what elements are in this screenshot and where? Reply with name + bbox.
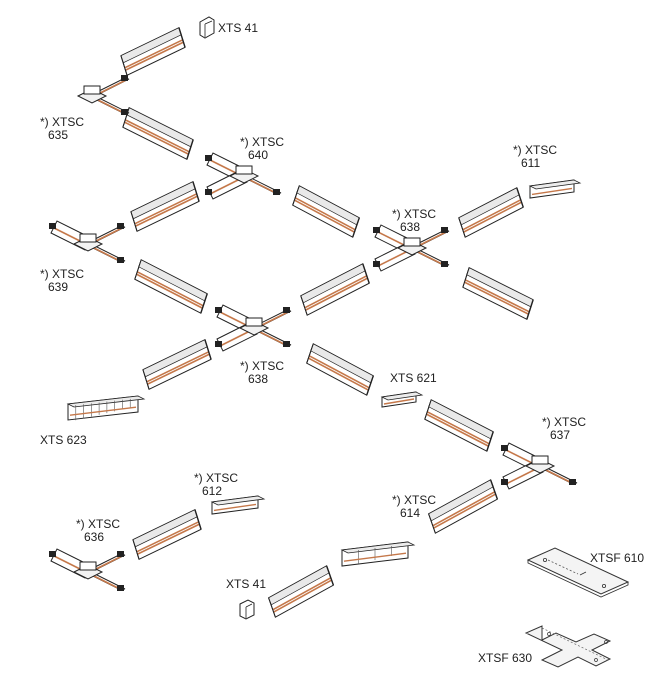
rail-638r-se: [462, 267, 534, 320]
label-xtsc611-line1: *) XTSC: [513, 143, 558, 157]
label-xtsc636: *) XTSC 636: [76, 518, 120, 544]
tee-connector-xtsc637: [501, 442, 578, 490]
end-cap-xts41-top-icon: [199, 16, 215, 39]
rail-640-639: [130, 180, 200, 233]
rail-638r-638c: [300, 263, 370, 316]
label-xts41-bottom: XTS 41: [226, 577, 267, 591]
label-xts621: XTS 621: [390, 371, 437, 385]
label-xtsc614: *) XTSC 614: [392, 494, 436, 520]
label-xtsc638-right: *) XTSC 638: [392, 208, 436, 234]
label-xtsc614-line2: 614: [400, 506, 421, 520]
connectors: [49, 75, 582, 591]
label-xtsc639-line1: *) XTSC: [40, 267, 85, 281]
label-xtsc611-line2: 611: [521, 156, 541, 170]
label-xtsc636-line1: *) XTSC: [76, 517, 121, 531]
rail-638c-623: [142, 338, 212, 391]
tee-connector-xtsc636: [49, 548, 126, 591]
label-xtsc637: *) XTSC 637: [542, 416, 586, 442]
label-xtsc638-right-line2: 638: [400, 220, 421, 234]
label-xtsc612: *) XTSC 612: [194, 472, 238, 498]
label-xtsc638-center-line2: 638: [248, 372, 269, 386]
rail-638c-621: [306, 343, 374, 396]
label-xtsc638-right-line1: *) XTSC: [392, 207, 437, 221]
rail-639-638c: [134, 259, 208, 314]
label-xtsc639-line2: 639: [48, 280, 69, 294]
rail-638r-611: [458, 187, 524, 238]
rail-636-612: [132, 508, 202, 561]
end-cap-xts41-bottom-icon: [239, 599, 255, 620]
label-xtsc640-line1: *) XTSC: [240, 135, 285, 149]
tee-connector-xtsc639: [49, 220, 126, 263]
rail-640-638r: [292, 185, 360, 238]
label-xtsc635-line2: 635: [48, 128, 69, 142]
rail-635-640: [122, 107, 194, 160]
mounting-plate-xtsf630-icon: [524, 625, 612, 668]
label-xtsc637-line2: 637: [550, 428, 571, 442]
label-xtsc635: *) XTSC 635: [40, 116, 84, 142]
mounting-plate-xtsf610-icon: [526, 547, 630, 598]
straight-joint-xts621: [380, 391, 424, 408]
label-xtsc637-line1: *) XTSC: [542, 415, 587, 429]
label-xtsf630: XTSF 630: [478, 651, 533, 665]
corner-connector-xtsc635: [76, 75, 130, 115]
label-xtsc639: *) XTSC 639: [40, 268, 84, 294]
rail-top: [120, 26, 186, 77]
track-rails: [120, 26, 534, 618]
rail-621-637: [424, 399, 494, 452]
rail-637-614: [428, 479, 499, 534]
cross-connector-xtsc638-center: [215, 304, 292, 352]
tee-connector-xtsc640: [205, 152, 282, 200]
rail-xts41-614: [268, 565, 335, 618]
label-xtsc635-line1: *) XTSC: [40, 115, 85, 129]
label-xtsc611: *) XTSC 611: [513, 144, 557, 170]
cross-connector-xtsc638-right: [373, 224, 450, 272]
power-feed-xts623: [66, 395, 146, 421]
label-xtsc612-line1: *) XTSC: [194, 471, 239, 485]
label-xtsc612-line2: 612: [202, 484, 223, 498]
label-xts623: XTS 623: [40, 433, 87, 447]
label-xtsc614-line1: *) XTSC: [392, 493, 437, 507]
label-xtsc638-center: *) XTSC 638: [240, 360, 284, 386]
label-xtsf610: XTSF 610: [590, 551, 645, 565]
label-xtsc640: *) XTSC 640: [240, 136, 284, 162]
end-feed-xtsc612: [210, 495, 266, 515]
label-xtsc636-line2: 636: [84, 530, 105, 544]
end-feed-xtsc611: [528, 179, 582, 199]
label-xts41-top: XTS 41: [218, 21, 259, 35]
middle-feed-xtsc614: [340, 541, 416, 567]
label-xtsc638-center-line1: *) XTSC: [240, 359, 285, 373]
label-xtsc640-line2: 640: [248, 148, 269, 162]
